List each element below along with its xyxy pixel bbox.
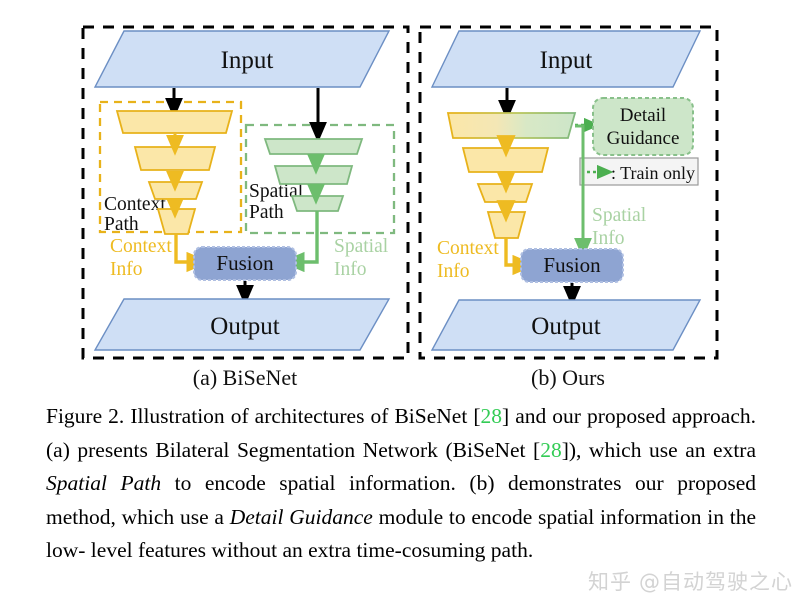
detail-guidance-label-line1: Detail <box>620 105 666 126</box>
panel-a-input-label: Input <box>221 47 274 74</box>
caption-citation-1[interactable]: 28 <box>480 404 503 428</box>
context-block-4-a <box>156 208 197 235</box>
caption-line6: level features without an extra time-cos… <box>90 538 534 562</box>
figure-caption: Figure 2. Illustration of architectures … <box>46 400 756 568</box>
spatial-path-label-line1-a: Spatial <box>249 181 304 202</box>
context-info-label-line2-b: Info <box>437 261 470 282</box>
arrow-context-info-to-fusion-a <box>174 234 211 273</box>
context-block-1-a <box>115 110 234 134</box>
spatial-info-label-line1-a: Spatial <box>334 236 389 257</box>
panel-b-input-label: Input <box>540 47 593 74</box>
watermark-brand: 知乎 <box>588 570 632 594</box>
fusion-label-a: Fusion <box>216 251 274 275</box>
context-block-2-b <box>461 147 550 173</box>
watermark-handle: @自动驾驶之心 <box>639 570 793 594</box>
spatial-block-2-a <box>273 165 354 185</box>
context-block-3-b <box>476 183 534 203</box>
context-info-label-line2-a: Info <box>110 259 143 280</box>
architecture-diagram: Input Context Path Spatial Path <box>81 25 719 390</box>
legend-box-train-only <box>579 157 699 186</box>
caption-emphasis-spatial-path: Spatial Path <box>46 471 162 495</box>
spatial-info-label-line2-a: Info <box>334 259 367 280</box>
spatial-info-label-line1-b: Spatial <box>592 205 647 226</box>
caption-citation-2[interactable]: 28 <box>540 437 562 462</box>
caption-line1-part-b: ] and our <box>502 404 581 428</box>
arrow-spatial-info-to-fusion-a <box>280 211 319 273</box>
context-block-3-a <box>147 181 204 200</box>
panel-b-output-label: Output <box>531 313 601 340</box>
spatial-info-label-line2-b: Info <box>592 228 625 249</box>
watermark: 知乎 @自动驾驶之心 <box>588 566 793 596</box>
arrow-spatial-info-to-fusion-b <box>574 124 592 259</box>
context-path-label-line1-a: Context <box>104 194 166 215</box>
panel-a-input-shape <box>93 30 391 88</box>
fusion-label-b: Fusion <box>543 253 601 277</box>
spatial-block-3-a <box>290 195 345 212</box>
fusion-box-a <box>193 246 297 281</box>
context-block-2-a <box>133 146 217 171</box>
panel-b: Input Detail Guidance : Train only Sp <box>418 25 719 390</box>
caption-line3-part-c: to encode spatial <box>161 471 336 495</box>
detail-guidance-label-line2: Guidance <box>607 128 680 149</box>
panel-a-border <box>81 25 410 360</box>
spatial-block-1-a <box>263 138 364 155</box>
detail-guidance-box <box>592 97 694 156</box>
context-info-label-line1-a: Context <box>110 236 172 257</box>
caption-line5-part-b: module to encode spatial information in … <box>46 504 756 563</box>
arrow-context-info-to-fusion-b <box>504 238 537 276</box>
caption-emphasis-detail-guidance: Detail Guidance <box>229 504 373 529</box>
caption-line4: information. (b) demonstrates our propos… <box>46 471 757 529</box>
caption-line3-part-b: ]), which use an extra <box>561 437 756 462</box>
context-info-label-line1-b: Context <box>437 238 499 259</box>
context-path-label-line2-a: Path <box>104 214 139 235</box>
spatial-path-label-line2-a: Path <box>249 202 284 223</box>
stem-block-gradient-b <box>446 112 577 139</box>
fusion-box-b <box>520 248 624 283</box>
panel-b-sublabel: (b) Ours <box>531 365 605 390</box>
panel-b-border <box>418 25 719 360</box>
caption-line3-part-a: (BiSeNet [ <box>445 437 541 462</box>
panel-b-input-shape <box>430 30 702 88</box>
panel-a-sublabel: (a) BiSeNet <box>193 365 297 390</box>
panel-a-output-label: Output <box>210 313 280 340</box>
caption-line1-part-a: Figure 2. Illustration of architectures … <box>46 404 481 428</box>
caption-line2: proposed approach. (a) presents Bilatera… <box>46 404 757 462</box>
context-block-4-b <box>486 211 527 239</box>
legend-train-only-label: : Train only <box>611 163 695 183</box>
panel-a-output-shape <box>93 298 391 351</box>
panel-b-output-shape <box>430 299 702 351</box>
panel-a: Input Context Path Spatial Path <box>81 25 410 390</box>
